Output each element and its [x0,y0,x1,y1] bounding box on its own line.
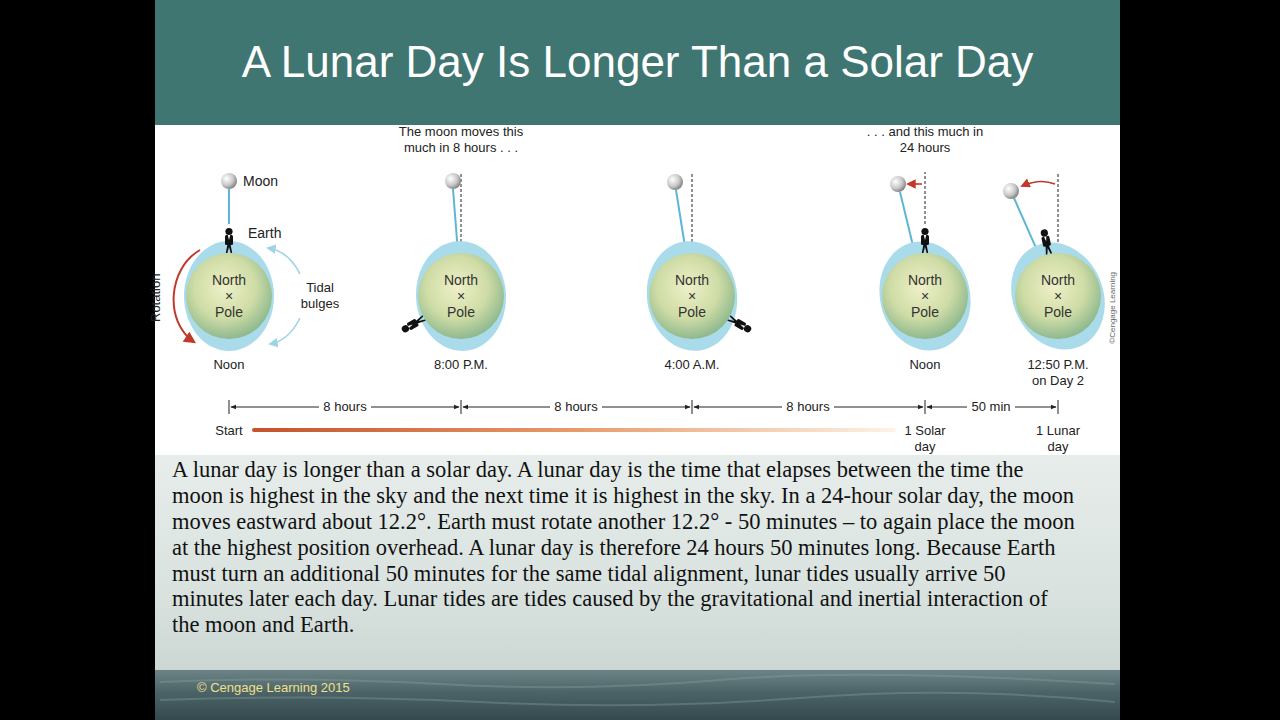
caption-text: A lunar day is longer than a solar day. … [172,457,1077,638]
moon [890,176,906,192]
time-label: 8:00 P.M. [434,357,488,373]
observer-figure [225,228,233,253]
earth-node: North × Pole [174,241,284,351]
tidal-bulge [995,227,1122,364]
bulge-pointer [270,318,300,344]
reference-line [925,172,926,224]
bulge-label: Tidal bulges [293,280,348,311]
time-bar [252,428,896,432]
moon [221,173,237,189]
note-label: The moon moves this much in 8 hours . . … [391,124,531,155]
moon-label: Moon [243,173,278,190]
sea-texture [160,675,1115,705]
earth-globe [649,253,735,339]
earth-label: Earth [248,225,281,242]
moon-line [228,189,230,224]
time-label: Noon [909,357,940,373]
pole-label: North × Pole [212,272,246,320]
moon [667,174,683,190]
earth-globe [1015,253,1101,339]
pole-label: North × Pole [1041,272,1075,320]
time-label: 4:00 A.M. [665,357,720,373]
tidal-bulge [868,232,981,360]
reference-line [461,172,462,252]
earth-node: North × Pole [406,241,516,351]
earth-globe [186,253,272,339]
earth-node: North × Pole [870,241,980,351]
motion-arrow [908,183,922,185]
earth-globe [882,253,968,339]
copyright-label: © Cengage Learning 2015 [197,680,350,696]
bulge-pointer [268,248,300,274]
timeline-label: 1 Solar day [898,423,953,454]
slide-title: A Lunar Day Is Longer Than a Solar Day [155,36,1120,89]
pole-label: North × Pole [444,272,478,320]
pole-label: North × Pole [675,272,709,320]
credit-label: ©Cengage Learning [1108,272,1118,344]
duration-label: 8 hours [550,399,601,415]
reference-line [692,172,693,252]
note-label: . . . and this much in 24 hours [866,124,984,155]
duration-label: 50 min [967,399,1014,415]
moon [1003,183,1019,199]
motion-arrow [1022,181,1055,186]
earth-node: North × Pole [1003,241,1113,351]
duration-label: 8 hours [319,399,370,415]
observer-figure [727,315,753,334]
earth-node: North × Pole [637,241,747,351]
timeline [229,400,1058,414]
tidal-bulge [412,238,509,354]
tidal-bulge [639,235,744,357]
moon [445,173,461,189]
observer-figure [400,315,426,334]
tidal-bulge [184,241,274,351]
reference-line [1058,172,1059,252]
time-label: Noon [213,357,244,373]
observer-figure [921,228,929,253]
pole-label: North × Pole [908,272,942,320]
duration-label: 8 hours [782,399,833,415]
earth-globe [418,253,504,339]
rotation-label: Rotation [148,274,164,322]
timeline-label: Start [215,423,242,439]
time-label: 12:50 P.M. on Day 2 [1021,357,1096,388]
observer-figure [1040,229,1053,255]
timeline-label: 1 Lunar day [1031,423,1086,454]
